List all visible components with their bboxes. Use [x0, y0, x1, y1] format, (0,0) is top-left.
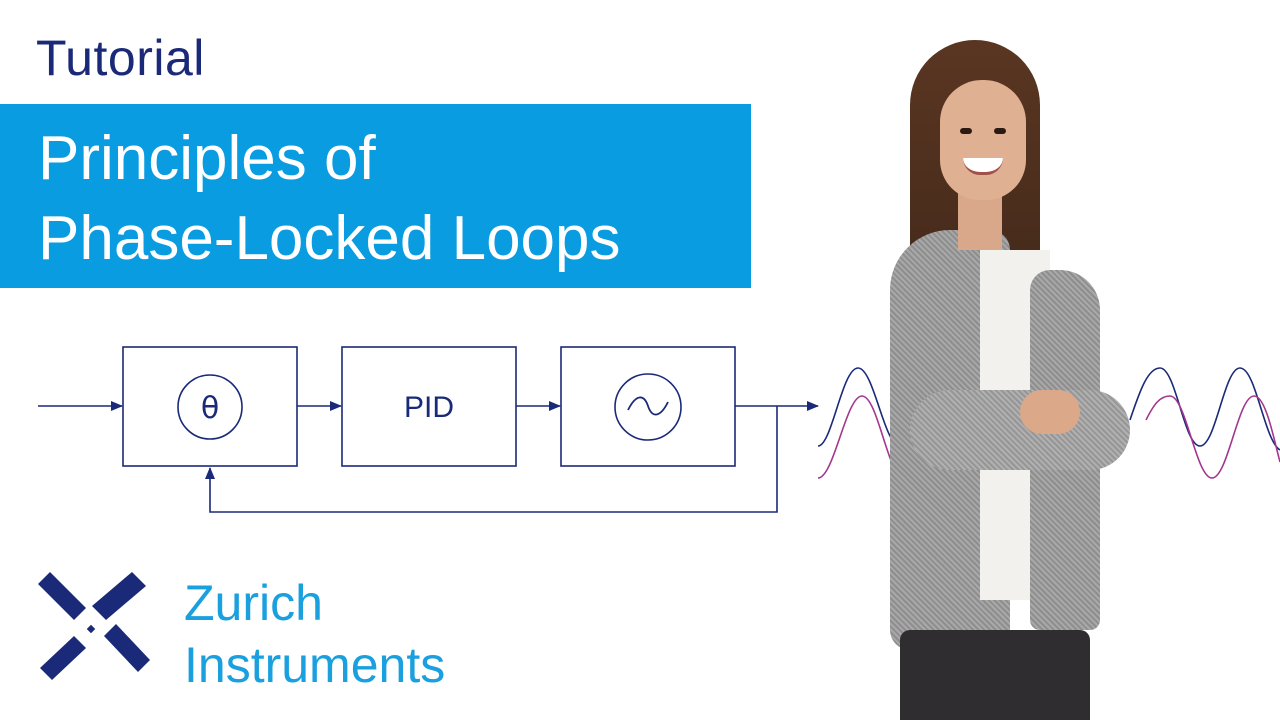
navy-wave-right	[1129, 367, 1280, 451]
pid-label: PID	[404, 391, 454, 424]
feedback-path	[205, 406, 778, 513]
presenter-crossed-arms	[910, 390, 1130, 470]
eyebrow-label: Tutorial	[36, 30, 205, 86]
theta-icon: θ	[201, 391, 219, 426]
title-banner: Principles of Phase-Locked Loops	[0, 104, 751, 288]
theta-icon-ring	[177, 374, 243, 440]
presenter-hand	[1020, 390, 1080, 434]
title-line-2: Phase-Locked Loops	[38, 204, 621, 273]
zurich-instruments-x-logo-icon	[38, 572, 150, 680]
sine-wave-icon-ring	[614, 373, 682, 441]
brand-name-line-1: Zurich	[184, 575, 323, 631]
presenter-photo	[870, 30, 1130, 720]
presenter-pants	[900, 630, 1090, 720]
title-line-1: Principles of	[38, 124, 376, 193]
sine-wave-icon	[627, 396, 669, 416]
presenter-eye-right	[994, 128, 1006, 134]
presenter-smile	[963, 158, 1003, 175]
purple-wave-right	[1145, 395, 1280, 479]
presenter-eye-left	[960, 128, 972, 134]
brand-name-line-2: Instruments	[184, 637, 446, 693]
presenter-face	[940, 80, 1026, 200]
